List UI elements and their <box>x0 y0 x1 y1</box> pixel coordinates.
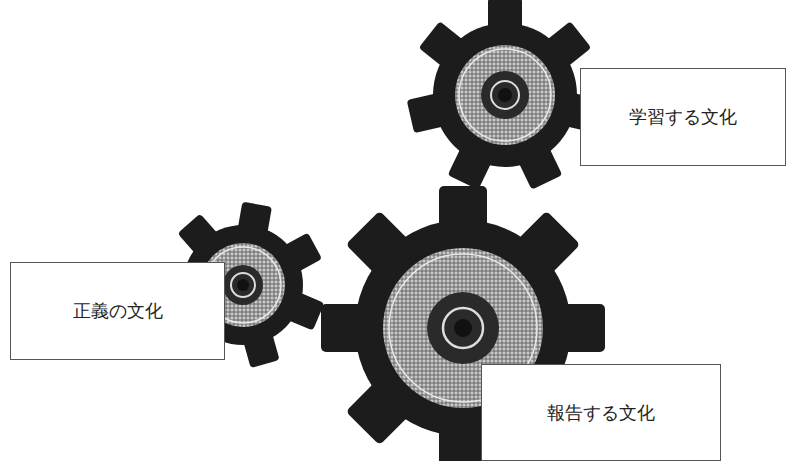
label-box: 報告する文化 <box>481 364 721 461</box>
label-text: 正義の文化 <box>73 300 163 322</box>
label-box: 学習する文化 <box>580 68 786 166</box>
gear <box>407 0 604 190</box>
label-text: 学習する文化 <box>629 106 737 128</box>
label-text: 報告する文化 <box>547 402 655 424</box>
label-box: 正義の文化 <box>10 262 225 360</box>
